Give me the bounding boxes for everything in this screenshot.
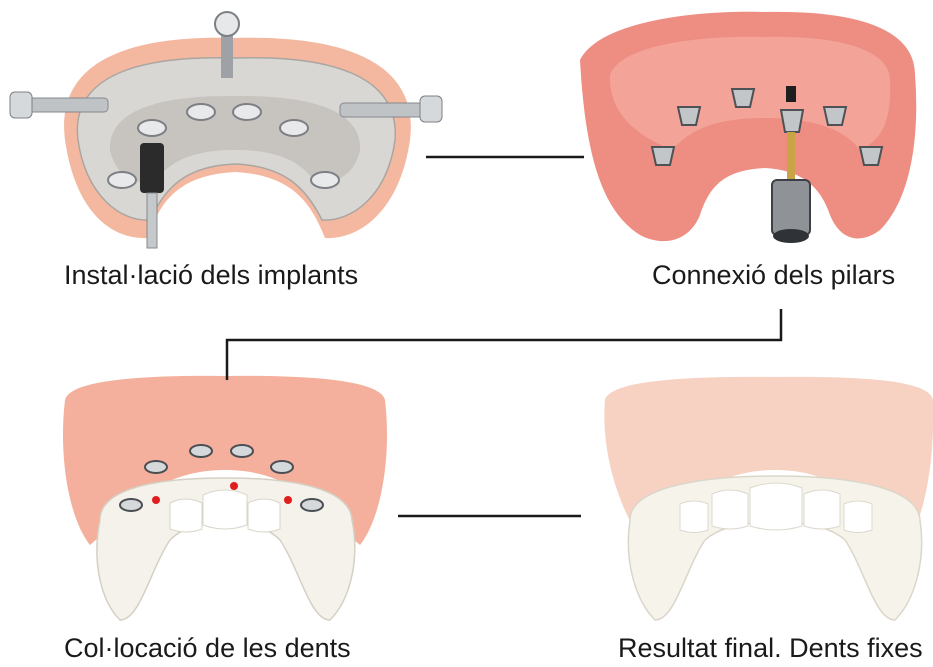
caption-step4: Resultat final. Dents fixes bbox=[618, 635, 923, 662]
caption-step3: Col·locació de les dents bbox=[64, 635, 351, 662]
connector-2-3 bbox=[227, 309, 781, 380]
caption-step2: Connexió dels pilars bbox=[652, 262, 895, 289]
caption-step1: Instal·lació dels implants bbox=[64, 262, 358, 289]
